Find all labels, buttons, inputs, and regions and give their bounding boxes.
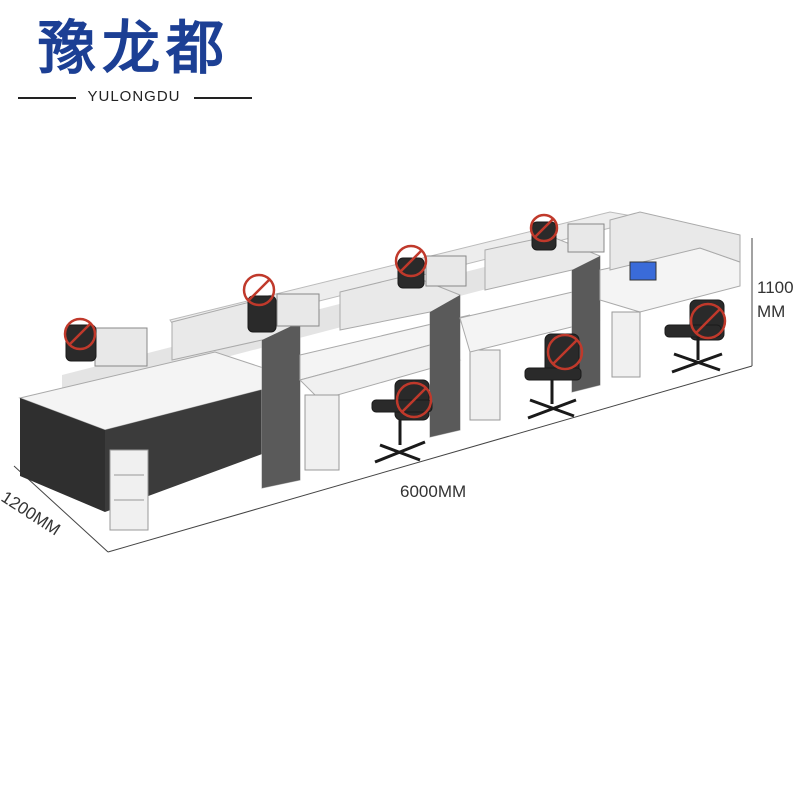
no-item-icon xyxy=(546,333,584,371)
drawer-pedestal-2 xyxy=(304,394,340,471)
height-dimension-value: 1100 xyxy=(757,278,794,297)
chair-back-6 xyxy=(531,221,557,251)
length-dimension-label: 6000MM xyxy=(400,482,466,501)
chair-back-4 xyxy=(247,295,277,333)
brand-name-cn: 豫龙都 xyxy=(37,14,230,82)
brand-name-en: YULONGDU xyxy=(81,88,187,105)
height-dimension-unit: MM xyxy=(757,302,785,321)
brand-logo: 豫龙都 YULONGDU xyxy=(14,6,254,106)
partition-side-2 xyxy=(430,295,460,437)
no-item-icon xyxy=(689,302,727,340)
laptop xyxy=(629,261,657,281)
chair-2 xyxy=(524,333,582,420)
chair-back-5 xyxy=(397,257,425,289)
no-item-icons xyxy=(63,213,727,419)
no-item-icon xyxy=(394,244,428,278)
length-dimension-line xyxy=(107,365,753,553)
desk-panel-1 xyxy=(20,398,105,512)
brand-name-en-row: YULONGDU xyxy=(14,88,254,106)
monitor-1 xyxy=(94,327,148,367)
chairs xyxy=(65,221,725,464)
no-item-icon xyxy=(242,273,276,307)
brand-divider-left xyxy=(18,97,76,99)
drawer-pedestal-1 xyxy=(109,449,149,531)
monitor-2 xyxy=(276,293,320,327)
chair-back-7 xyxy=(65,324,97,362)
drawer-pedestal-4 xyxy=(611,311,641,378)
monitor-4 xyxy=(567,223,605,253)
depth-dimension-label: 1200MM xyxy=(0,487,64,539)
desk-modesty-1 xyxy=(105,380,300,512)
brand-divider-right xyxy=(194,97,252,99)
no-item-icon xyxy=(529,213,559,243)
depth-dimension-line xyxy=(13,465,109,553)
drawer-pedestal-3 xyxy=(469,349,501,421)
partition-side-1 xyxy=(262,322,300,488)
no-item-icon xyxy=(63,317,97,351)
end-cabinet xyxy=(609,211,741,271)
dimension-lines xyxy=(13,238,753,553)
no-item-icon xyxy=(395,381,433,419)
monitor-3 xyxy=(425,255,467,287)
desk-assembly xyxy=(18,211,741,531)
